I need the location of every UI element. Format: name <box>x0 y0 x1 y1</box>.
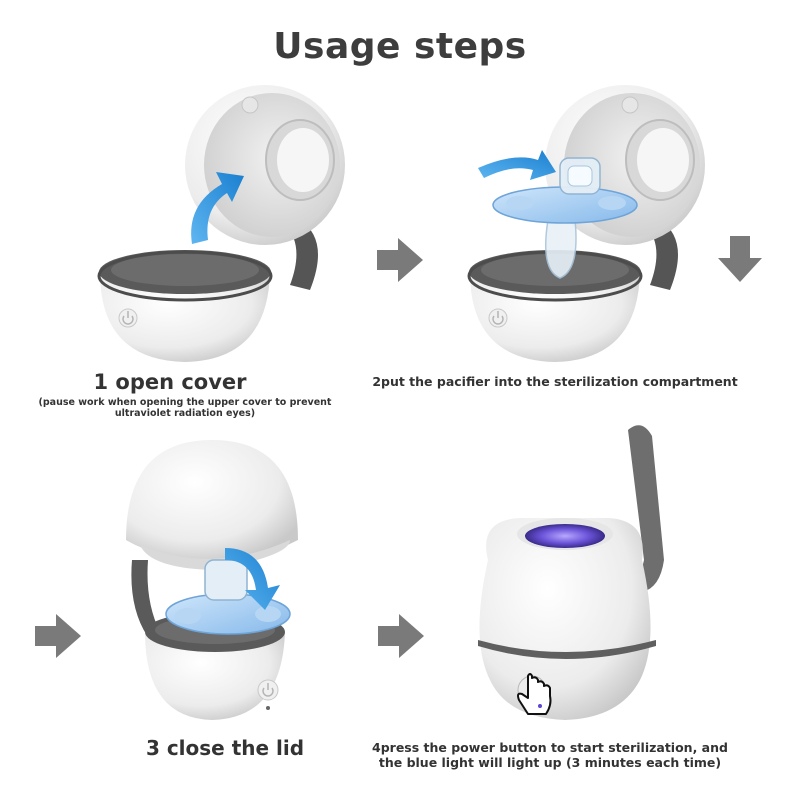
step3-label: 3 close the lid <box>145 736 305 760</box>
pacifier <box>492 157 638 279</box>
arrow-down-icon <box>718 236 762 282</box>
power-icon <box>118 308 138 328</box>
hand-pointer-icon <box>517 673 552 715</box>
step2-device <box>467 85 705 362</box>
step2-label: 2put the pacifier into the sterilization… <box>372 374 738 389</box>
arrow-right-icon <box>377 238 423 282</box>
curved-blue-arrow-icon <box>225 548 280 610</box>
curved-blue-arrow-icon <box>191 172 244 244</box>
step1-device <box>97 85 345 362</box>
arrow-right-icon <box>378 614 424 658</box>
page-title: Usage steps <box>273 26 527 67</box>
step1-note: (pause work when opening the upper cover… <box>38 397 332 419</box>
step4-label: 4press the power button to start sterili… <box>372 740 728 770</box>
curved-blue-arrow-icon <box>478 150 556 180</box>
step1-label: 1 open cover <box>93 370 247 394</box>
arrow-right-icon <box>35 614 81 658</box>
step4-device <box>478 425 664 720</box>
step3-device <box>126 440 298 720</box>
